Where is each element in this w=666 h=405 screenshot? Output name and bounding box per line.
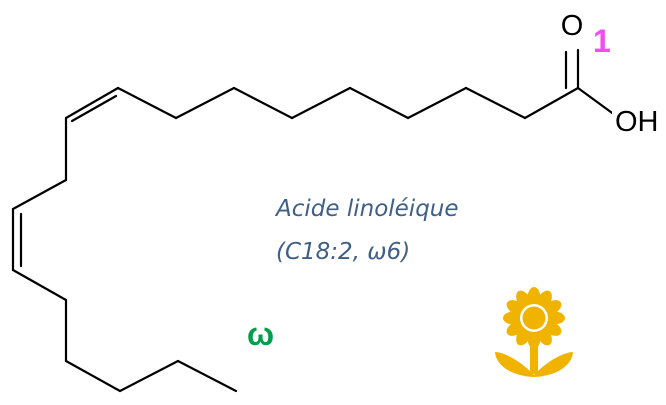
bond-12 xyxy=(70,94,118,123)
bond-21 xyxy=(176,359,238,393)
bond-20 xyxy=(118,359,180,393)
bond-6 xyxy=(348,86,410,120)
bond-4 xyxy=(464,86,527,120)
sunflower-icon xyxy=(495,287,573,377)
compound-name: Acide linoléique xyxy=(274,196,459,222)
bond-8 xyxy=(232,86,294,120)
bond-17 xyxy=(11,268,68,302)
bond-5 xyxy=(406,86,468,120)
bond-19 xyxy=(64,359,122,393)
bond-11 xyxy=(64,86,120,120)
bond-10 xyxy=(116,86,178,120)
position-one-label: 1 xyxy=(593,23,611,59)
carbonyl-oxygen-label: O xyxy=(561,10,584,42)
hydroxyl-label: OH xyxy=(615,106,659,138)
omega-label: ω xyxy=(247,316,274,352)
bond-0 xyxy=(523,86,580,120)
skeletal-bonds xyxy=(11,48,621,393)
bond-9 xyxy=(174,86,236,120)
bond-7 xyxy=(290,86,352,120)
bond-14 xyxy=(11,178,68,211)
compound-formula: (C18:2, ω6) xyxy=(276,239,410,265)
